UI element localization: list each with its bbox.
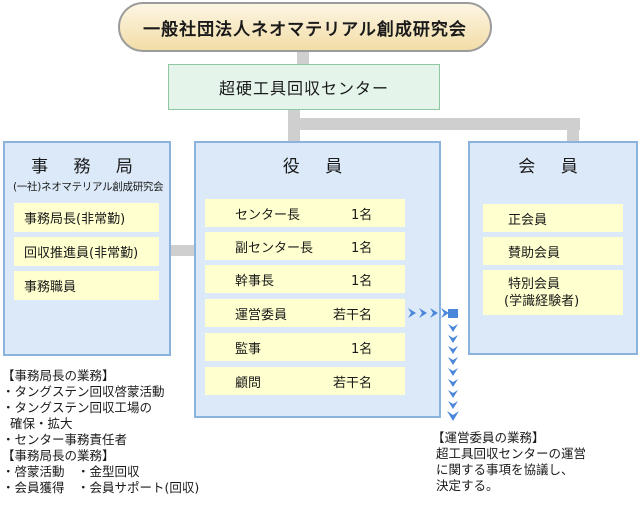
secretariat-item: 事務局長(非常勤) xyxy=(14,203,159,232)
top-organization-box: 一般社団法人ネオマテリアル創成研究会 xyxy=(118,2,492,52)
arrow-corner xyxy=(448,309,458,318)
officer-count: 1名 xyxy=(351,273,373,289)
secretariat-item-label: 回収推進員(非常勤) xyxy=(24,246,139,261)
officer-role: 監事 xyxy=(235,341,262,357)
top-organization-label: 一般社団法人ネオマテリアル創成研究会 xyxy=(143,19,467,40)
connector-down-to-members xyxy=(567,118,579,142)
secretariat-item: 事務職員 xyxy=(14,271,159,300)
member-item-label: 特別会員 xyxy=(508,276,561,292)
secretariat-item: 回収推進員(非常勤) xyxy=(14,237,159,266)
officer-count: 1名 xyxy=(351,341,373,357)
officer-row: 副センター長 1名 xyxy=(205,232,405,260)
officers-panel: 役 員 センター長 1名 副センター長 1名 幹事長 1名 運営委員 若干名 監… xyxy=(194,141,441,418)
secretariat-note-line: 確保・拡大 xyxy=(2,416,73,431)
secretariat-title: 事 務 局 xyxy=(31,157,143,177)
officer-count: 1名 xyxy=(351,207,373,223)
officer-role: 顧問 xyxy=(235,375,262,391)
committee-notes: 【運営委員の業務】 超工具回収センターの運営 に関する事項を協議し、 決定する。 xyxy=(432,430,586,494)
member-item-label: 正会員 xyxy=(508,212,548,228)
officer-role: センター長 xyxy=(235,207,301,223)
connector-horizontal-to-members xyxy=(288,118,580,130)
officer-count: 若干名 xyxy=(333,375,373,391)
officer-role: 運営委員 xyxy=(235,307,288,323)
secretariat-note-line: 【事務局長の業務】 xyxy=(2,368,115,383)
officer-row: 幹事長 1名 xyxy=(205,265,405,293)
committee-note-line: 【運営委員の業務】 xyxy=(432,430,545,445)
secretariat-note-line: ・会員獲得 ・会員サポート(回収) xyxy=(2,480,200,495)
member-item-sublabel: (学識経験者) xyxy=(504,293,580,309)
committee-note-line: に関する事項を協議し、 xyxy=(436,462,574,477)
members-title: 会 員 xyxy=(518,157,588,177)
officer-count: 1名 xyxy=(351,240,373,256)
connector-secretariat-to-officers xyxy=(171,245,195,256)
chevron-down-arrows xyxy=(447,324,459,421)
secretariat-note-line: 【事務局長の業務】 xyxy=(2,448,115,463)
officer-row: 監事 1名 xyxy=(205,333,405,361)
secretariat-item-label: 事務職員 xyxy=(24,280,77,295)
secretariat-note-line: ・啓蒙活動 ・金型回収 xyxy=(2,464,140,479)
recovery-center-box: 超硬工具回収センター xyxy=(168,64,440,110)
secretariat-notes: 【事務局長の業務】 ・タングステン回収啓蒙活動 ・タングステン回収工場の 確保・… xyxy=(2,368,199,496)
secretariat-item-label: 事務局長(非常勤) xyxy=(24,212,126,227)
officers-title: 役 員 xyxy=(282,157,353,177)
recovery-center-label: 超硬工具回収センター xyxy=(218,79,389,98)
secretariat-subtitle: (一社)ネオマテリアル創成研究会 xyxy=(13,181,164,193)
member-item-label: 賛助会員 xyxy=(508,245,561,261)
officer-count: 若干名 xyxy=(333,307,373,323)
member-item: 賛助会員 xyxy=(483,237,623,265)
secretariat-note-line: ・タングステン回収啓蒙活動 xyxy=(2,384,165,399)
connector-top-to-center xyxy=(297,52,309,64)
secretariat-note-line: ・センター事務責任者 xyxy=(2,432,128,447)
officer-role: 幹事長 xyxy=(235,273,275,289)
officer-role: 副センター長 xyxy=(235,240,314,256)
member-item: 特別会員 (学識経験者) xyxy=(483,270,623,315)
secretariat-panel: 事 務 局 (一社)ネオマテリアル創成研究会 事務局長(非常勤) 回収推進員(非… xyxy=(3,141,171,356)
officer-row: 顧問 若干名 xyxy=(205,367,405,395)
officer-row: 運営委員 若干名 xyxy=(205,299,405,327)
member-item: 正会員 xyxy=(483,204,623,232)
committee-note-line: 超工具回収センターの運営 xyxy=(436,446,587,461)
secretariat-note-line: ・タングステン回収工場の xyxy=(2,400,153,415)
members-panel: 会 員 正会員 賛助会員 特別会員 (学識経験者) xyxy=(468,141,638,355)
officer-row: センター長 1名 xyxy=(205,199,405,227)
committee-note-line: 決定する。 xyxy=(436,478,499,493)
